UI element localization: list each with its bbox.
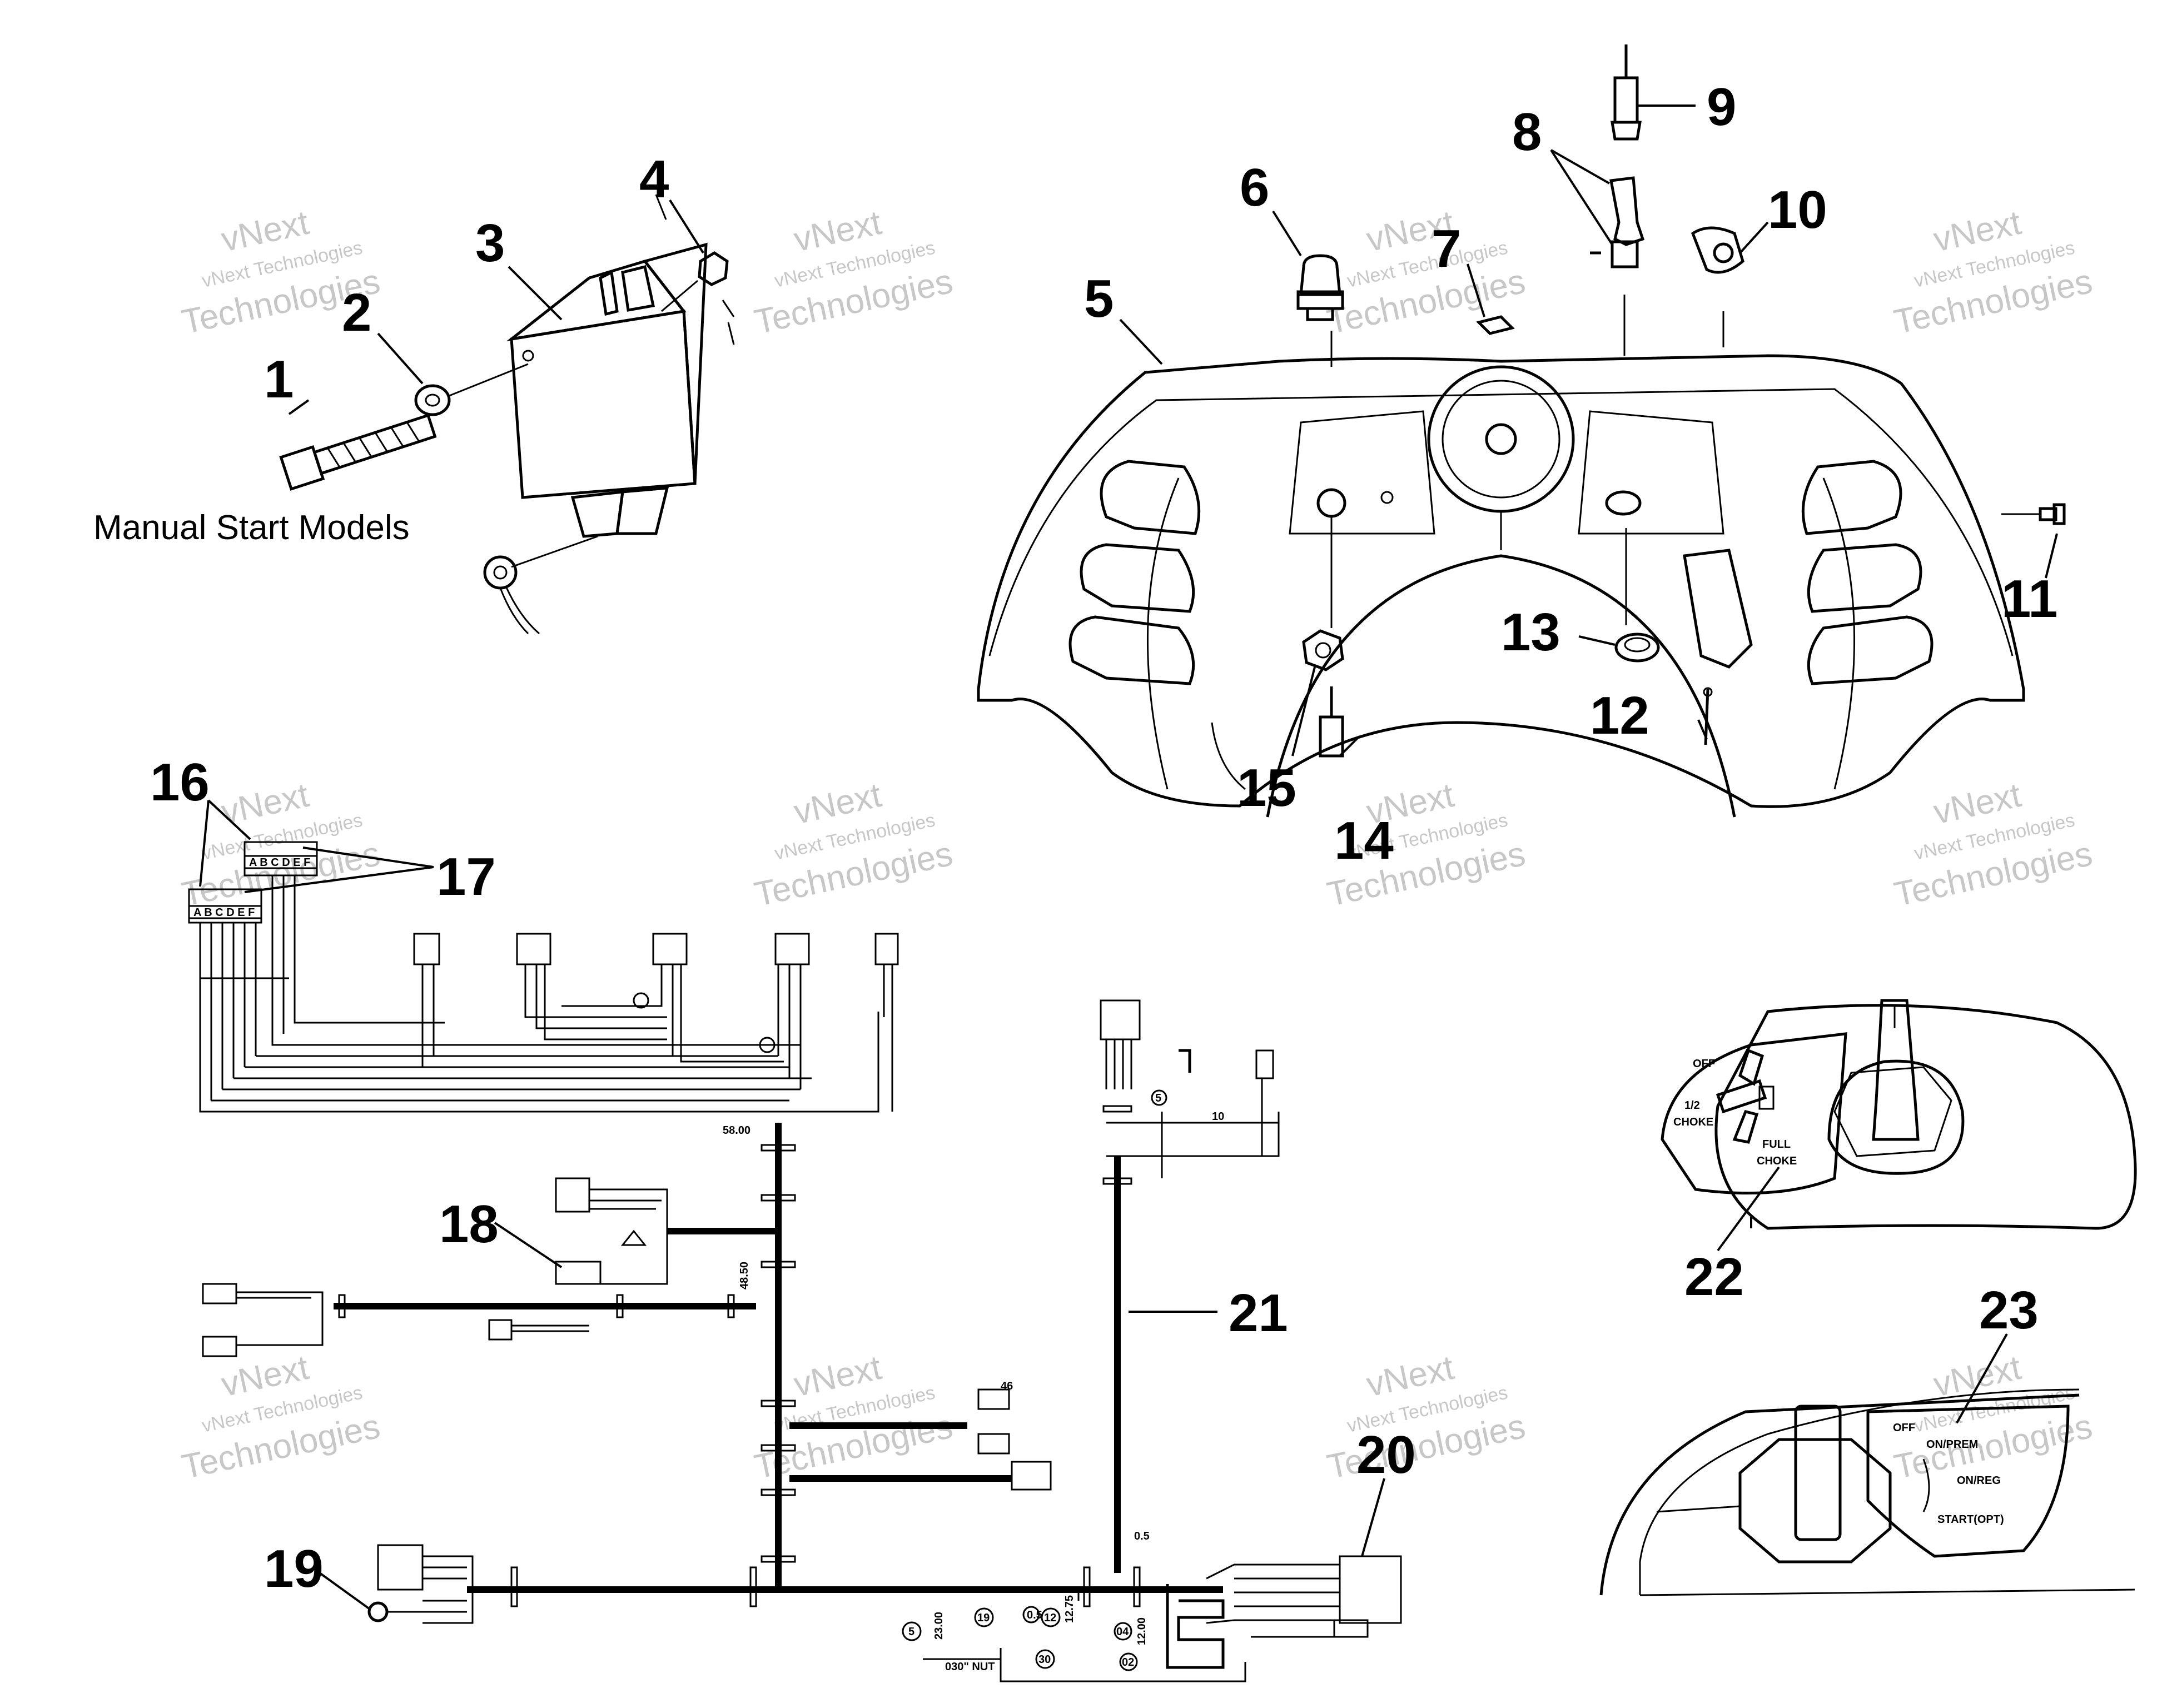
length-label: 12.75: [1063, 1595, 1076, 1623]
connector-pin-label: A B C D E F: [193, 907, 255, 919]
wiring-harness: A B C D E F A B C D E F 58.00 48.50: [188, 841, 1402, 1682]
upper-connectors: [413, 933, 899, 1112]
washer-hole: [425, 394, 440, 407]
assembly-line: [722, 300, 735, 317]
callout-10: 10: [1768, 180, 1827, 240]
console-body: [977, 354, 2025, 808]
assembly-line: [655, 194, 667, 220]
washer-part: [414, 384, 451, 416]
console-assembly: [977, 44, 2066, 818]
ignition-on-reg-label: ON/REG: [1957, 1475, 2001, 1487]
clip-part: [1476, 315, 1515, 335]
knurled-nut-part: [1614, 633, 1660, 663]
callout-12: 12: [1590, 686, 1649, 745]
callout-20: 20: [1356, 1425, 1416, 1485]
callout-23: 23: [1979, 1281, 2039, 1340]
assembly-line: [449, 363, 529, 397]
callout-15: 15: [1237, 758, 1296, 818]
cable-part: [1319, 686, 1344, 758]
manual-start-module: [279, 194, 735, 635]
branch-label: 46: [1001, 1380, 1013, 1392]
ignition-module-box: [506, 242, 708, 538]
hex-nut-part: [1302, 629, 1344, 671]
circle-label: 0.5: [1027, 1609, 1042, 1621]
callout-11: 11: [2001, 569, 2057, 629]
callout-9: 9: [1707, 77, 1736, 137]
callout-16: 16: [150, 753, 210, 812]
ground-ring-terminal: [483, 535, 598, 635]
circle-label: 5: [1155, 1092, 1161, 1104]
nut-spec-label: 030" NUT: [945, 1661, 995, 1673]
assembly-line: [661, 280, 698, 312]
callout-7: 7: [1432, 219, 1461, 278]
circle-label: 04: [1116, 1626, 1129, 1638]
nut-part: [698, 251, 729, 286]
connector-21: [1100, 999, 1141, 1040]
connector-20: [1339, 1555, 1402, 1624]
callout-18: 18: [439, 1194, 499, 1254]
callout-22: 22: [1684, 1247, 1744, 1307]
callout-2: 2: [342, 283, 371, 342]
circle-label: 30: [1038, 1654, 1051, 1666]
choke-off-label: OFF: [1693, 1058, 1715, 1070]
connector-19: [377, 1544, 424, 1591]
length-label: 23.00: [933, 1612, 945, 1640]
callout-19: 19: [264, 1539, 324, 1599]
ignition-off-label: OFF: [1893, 1422, 1915, 1434]
circle-label: 02: [1122, 1656, 1134, 1669]
callout-numbers: 1 2 3 4 5 6 7 8 9 10 11 12 13 14 15 16 1…: [150, 77, 2057, 1599]
callout-13: 13: [1501, 602, 1560, 662]
ignition-start-label: START(OPT): [1937, 1513, 2004, 1526]
callout-5: 5: [1084, 269, 1114, 328]
assembly-line: [727, 322, 735, 345]
plug-part: [1296, 254, 1344, 321]
screw-part: [2001, 503, 2066, 525]
callout-3: 3: [475, 213, 505, 273]
connector-18: [555, 1177, 590, 1213]
connector-pin-label: A B C D E F: [249, 857, 310, 869]
choke-half-label: 1/2: [1684, 1099, 1700, 1112]
bracket-part: [1691, 226, 1744, 274]
callout-1: 1: [264, 350, 294, 409]
circle-label: 5: [908, 1626, 914, 1638]
cable-end-part: [1611, 44, 1642, 141]
callout-21: 21: [1229, 1283, 1288, 1343]
gauge-housing: [1427, 365, 1575, 513]
bolt-part: [279, 414, 437, 491]
manual-start-caption: Manual Start Models: [93, 509, 410, 547]
choke-half-label: CHOKE: [1673, 1116, 1713, 1128]
circle-label: 12: [1044, 1612, 1056, 1624]
choke-full-label: FULL: [1762, 1138, 1791, 1151]
callout-14: 14: [1334, 811, 1394, 870]
choke-knob-part: [1609, 176, 1645, 268]
choke-full-label: CHOKE: [1757, 1155, 1797, 1167]
callout-4: 4: [639, 150, 669, 209]
callout-17: 17: [436, 847, 496, 907]
length-label: 10: [1212, 1111, 1224, 1123]
length-label: 58.00: [723, 1124, 750, 1137]
length-label: 0.5: [1134, 1530, 1150, 1542]
choke-panel: OFF 1/2 CHOKE FULL CHOKE: [1661, 999, 2137, 1230]
callout-8: 8: [1512, 102, 1542, 162]
circle-label: 19: [977, 1612, 990, 1624]
length-label: 12.00: [1136, 1617, 1148, 1645]
ignition-on-prem-label: ON/PREM: [1926, 1438, 1978, 1451]
ignition-panel: OFF ON/PREM ON/REG START(OPT): [1599, 1388, 2135, 1596]
callout-6: 6: [1240, 158, 1269, 217]
length-label: 48.50: [738, 1262, 750, 1289]
leader-lines: [199, 104, 2058, 1610]
